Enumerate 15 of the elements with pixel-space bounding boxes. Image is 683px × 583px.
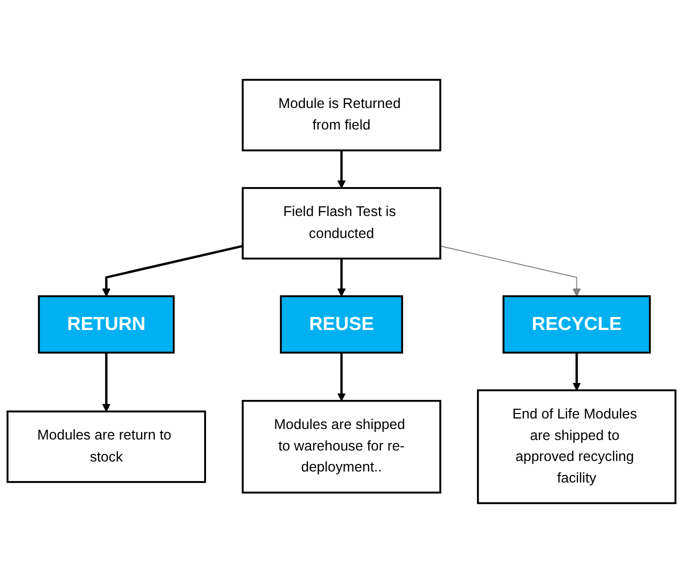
- node-box: Modules are shipped to warehouse for re-deployment..: [242, 400, 442, 494]
- node-box: Field Flash Test is conducted: [242, 187, 442, 260]
- arrow: [572, 352, 581, 391]
- arrow: [102, 352, 110, 412]
- arrow: [337, 258, 346, 297]
- node-box: RETURN: [38, 295, 175, 354]
- node-box: End of Life Modules are shipped to approved recycling facility: [476, 389, 676, 504]
- node-box: Modules are return to stock: [6, 410, 206, 483]
- arrow: [440, 246, 581, 297]
- node-box: RECYCLE: [502, 295, 651, 354]
- node-box: REUSE: [280, 295, 404, 354]
- node-box: Module is Returned from field: [242, 78, 442, 152]
- arrow: [337, 352, 346, 402]
- arrow: [337, 150, 346, 188]
- arrow: [102, 244, 243, 297]
